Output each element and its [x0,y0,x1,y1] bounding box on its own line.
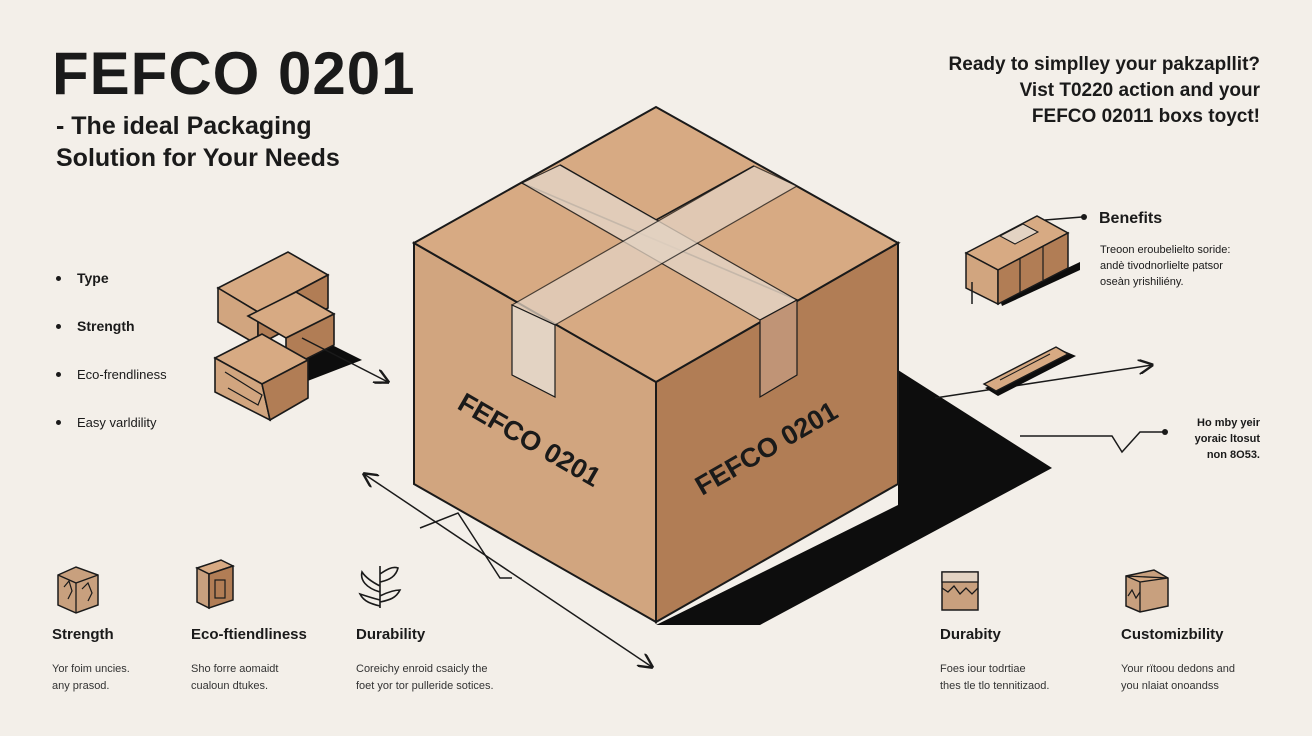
bullet-item: Eco-frendliness [52,350,167,398]
feature-desc-line-1: Sho forre aomaidt [191,663,279,675]
leaf-icon [358,566,402,608]
feature-title: Durability [356,626,426,643]
benefits-line-1: Treoon eroubelielto soride: [1100,244,1231,256]
feature-desc-line-2: cualoun dtukes. [191,680,269,693]
torn-box-icon [941,571,979,611]
feature-durability: Durability Coreichy enroid csaicly the f… [356,626,576,695]
cta-line-2: Vist T0220 action and your [1019,80,1260,102]
bullet-dot-icon [56,419,61,425]
feature-description: Sho forre aomaidt cualoun dtukes. [191,661,391,695]
feature-eco-friendliness: Eco-ftiendliness Sho forre aomaidt cualo… [191,626,391,695]
benefits-description: Treoon eroubelielto soride: andè tivodno… [1100,243,1280,291]
bullet-label: Easy varldility [77,414,157,430]
bullet-item: Strength [52,302,167,350]
bullet-item: Type [52,254,167,302]
stacked-boxes-illustration [213,251,388,422]
feature-desc-line-2: any prasod. [52,680,110,693]
page-subtitle: - The ideal Packaging Solution for Your … [56,110,416,174]
feature-desc-line-2: you nlaiat onoandss [1121,680,1219,693]
feature-desc-line-2: foet yor tor pulleride sotices. [356,680,494,693]
box-shadow [656,370,1052,625]
feature-bullet-list: Type Strength Eco-frendliness Easy varld… [52,254,167,446]
benefits-line-2: andè tivodnorlielte patsor [1100,259,1223,272]
feature-strength: Strength Yor foim uncies. any prasod. [52,626,252,695]
subtitle-line-2: Solution for Your Needs [56,144,340,172]
bullet-item: Easy varldility [52,398,167,446]
feature-title: Strength [52,626,114,643]
feature-desc-line-1: Coreichy enroid csaicly the [356,663,488,675]
page-title: FEFCO 0201 [52,40,416,107]
dimension-line-depth [364,474,652,667]
feature-durabity: Durabity Foes iour todrtiae thes tle tlo… [940,626,1140,695]
bullet-label: Strength [77,318,135,334]
dimension-line-note [1020,431,1165,454]
dimension-line-base [419,512,512,579]
feature-description: Your rïtoou dedons and you nlaiat onoand… [1121,661,1291,695]
benefits-box-illustration [964,214,1087,306]
cta-line-1: Ready to simplley your pakzapllit? [948,54,1260,75]
feature-title: Durabity [940,626,1001,643]
fefco-box-illustration: FEFCO 0201 FEFCO 0201 [411,105,901,624]
feature-desc-line-1: Your rïtoou dedons and [1121,663,1235,675]
note-line-1: Ho mby yeir [1197,417,1260,429]
tape-strip-illustration [982,346,1076,396]
cta-line-3: FEFCO 02011 boxs toyct! [1031,106,1260,128]
open-box-icon [1125,569,1169,613]
note-line-3: non 8O53. [1206,448,1260,461]
call-to-action: Ready to simplley your pakzapllit? Vist … [860,52,1260,131]
feature-title: Eco-ftiendliness [191,626,307,643]
feature-description: Foes iour todrtiae thes tle tlo tennitiz… [940,661,1140,695]
bullet-label: Type [77,270,109,286]
bullet-dot-icon [56,371,61,377]
dimension-note: Ho mby yeir yoraic ltosut non 8O53. [1150,416,1260,464]
bullet-dot-icon [56,323,61,329]
dimension-line-right [934,365,1152,399]
benefits-line-3: oseàn yrishiliény. [1100,275,1184,288]
note-line-2: yoraic ltosut [1194,432,1260,445]
feature-desc-line-1: Foes iour todrtiae [940,663,1026,675]
feature-desc-line-2: thes tle tlo tennitizaod. [940,680,1050,693]
box-icon [195,559,235,610]
feature-desc-line-1: Yor foim uncies. [52,663,130,675]
feature-title: Customizbility [1121,626,1224,643]
crumpled-box-icon [57,566,99,614]
feature-customizability: Customizbility Your rïtoou dedons and yo… [1121,626,1291,695]
feature-description: Yor foim uncies. any prasod. [52,661,252,695]
bullet-dot-icon [56,275,61,281]
subtitle-line-1: - The ideal Packaging [56,112,312,140]
feature-description: Coreichy enroid csaicly the foet yor tor… [356,661,576,695]
bullet-label: Eco-frendliness [77,366,167,382]
benefits-heading: Benefits [1099,210,1163,227]
